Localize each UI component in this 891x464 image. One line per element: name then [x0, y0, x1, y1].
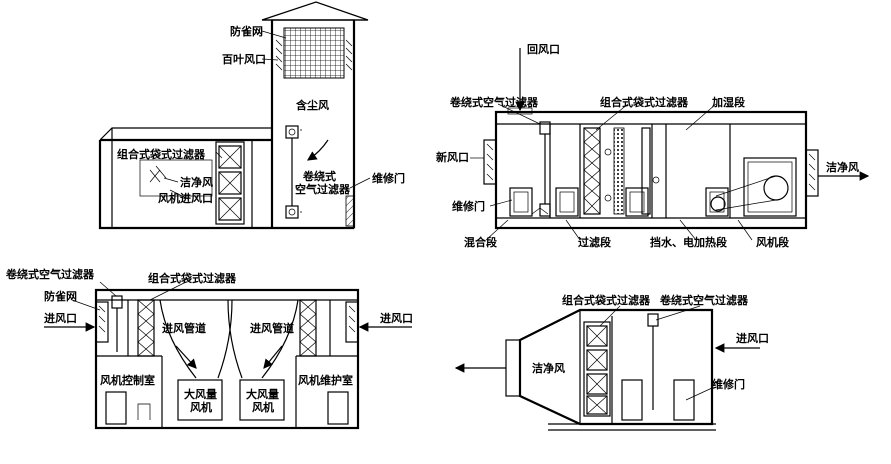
outlet-tr	[805, 149, 819, 197]
roll-filter-tower	[285, 125, 302, 219]
label-clean-air-br: 洁净风	[532, 361, 565, 375]
label-control-room: 风机控制室	[100, 373, 155, 387]
bag-filter-stack-left	[215, 141, 245, 225]
door-br-1	[621, 379, 643, 421]
label-duct-left: 进风管道	[162, 321, 206, 335]
bag-filter-bl-left	[137, 299, 155, 357]
label-filter-section: 过滤段	[578, 235, 611, 249]
maintenance-door-tl	[345, 195, 355, 227]
door-heat	[625, 187, 649, 217]
fan-unit-tr	[710, 157, 797, 217]
label-return-air: 回风口	[527, 42, 560, 56]
label-bag-filter-tr: 组合式袋式过滤器	[600, 95, 689, 109]
label-bag-filter-tl: 组合式袋式过滤器	[117, 147, 206, 161]
label-fresh-air: 新风口	[436, 150, 469, 164]
duct-right	[227, 299, 299, 379]
bag-filter-bl-right	[299, 299, 317, 357]
label-fan-section: 风机段	[756, 235, 789, 249]
label-mixing: 混合段	[464, 235, 497, 249]
label-duct-right: 进风管道	[250, 321, 294, 335]
door-br-2	[673, 379, 695, 421]
label-clean-air-tr: 洁净风	[826, 160, 859, 174]
label-bag-filter-br: 组合式袋式过滤器	[562, 293, 651, 307]
bird-net-grid	[283, 27, 345, 79]
outlet-br	[505, 339, 521, 397]
fresh-air-inlet	[483, 139, 497, 185]
duct-left	[159, 299, 233, 379]
label-bag-filter-bl: 组合式袋式过滤器	[148, 271, 237, 285]
ahu-casing	[494, 110, 808, 230]
label-inlet-bl-left: 进风口	[44, 311, 77, 325]
diagram-bottom-left: 卷绕式空气过滤器 组合式袋式过滤器 防雀网 进风口 进风口 进风管道 进风管道 …	[5, 267, 413, 430]
tower-roof	[261, 1, 369, 21]
label-roll-filter-tl: 卷绕式 空气过滤器	[295, 169, 351, 196]
door-fan	[705, 187, 729, 217]
big-fan-left	[177, 379, 223, 421]
dotted-filter	[613, 127, 625, 215]
dusty-air-arrow	[307, 139, 329, 161]
label-roll-filter-br: 卷绕式空气过滤器	[659, 293, 749, 307]
bag-filter-br	[583, 321, 611, 417]
label-clean-air-tl: 洁净风	[180, 175, 213, 189]
big-fan-right	[239, 379, 285, 421]
label-louver-tl: 百叶风口	[222, 52, 266, 66]
label-door-tl: 维修门	[372, 171, 405, 185]
label-big-fan-left: 大风量 风机	[184, 387, 221, 414]
fan-inlet-box	[139, 159, 213, 197]
diagram-top-left: 防雀网 百叶风口 含尘风 组合式袋式过滤器 洁净风 风机进风口 卷绕式 空气过滤…	[98, 1, 405, 230]
label-inlet-bl-right: 进风口	[380, 311, 413, 325]
label-big-fan-right: 大风量 风机	[246, 387, 283, 414]
label-bird-net-tl: 防雀网	[230, 24, 263, 38]
diagram-top-right: 回风口 卷绕式空气过滤器 组合式袋式过滤器 加湿段 新风口 洁净风 维修门 混合…	[436, 42, 870, 249]
door-control-room	[105, 391, 127, 425]
label-door-br: 维修门	[712, 377, 745, 391]
label-humidify: 加湿段	[711, 95, 745, 109]
label-water-heat: 挡水、电加热段	[650, 235, 727, 249]
door-filter	[555, 187, 579, 217]
label-bird-net-bl: 防雀网	[44, 289, 77, 303]
door-maint-room	[327, 391, 349, 425]
label-roll-filter-bl: 卷绕式空气过滤器	[5, 267, 95, 281]
label-inlet-br: 进风口	[736, 331, 769, 345]
label-dusty-air: 含尘风	[295, 98, 329, 112]
label-fan-inlet: 风机进风口	[158, 191, 213, 205]
label-door-tr: 维修门	[452, 199, 485, 213]
bag-filter-stack-tr	[583, 127, 601, 215]
louver-slats	[275, 39, 353, 71]
diagram-bottom-right: 组合式袋式过滤器 卷绕式空气过滤器 进风口 洁净风 维修门	[454, 293, 769, 431]
label-maint-room: 风机维护室	[298, 373, 353, 387]
door-mix	[509, 187, 533, 217]
label-roll-filter-tr: 卷绕式空气过滤器	[449, 95, 539, 109]
plant-building	[94, 288, 360, 430]
